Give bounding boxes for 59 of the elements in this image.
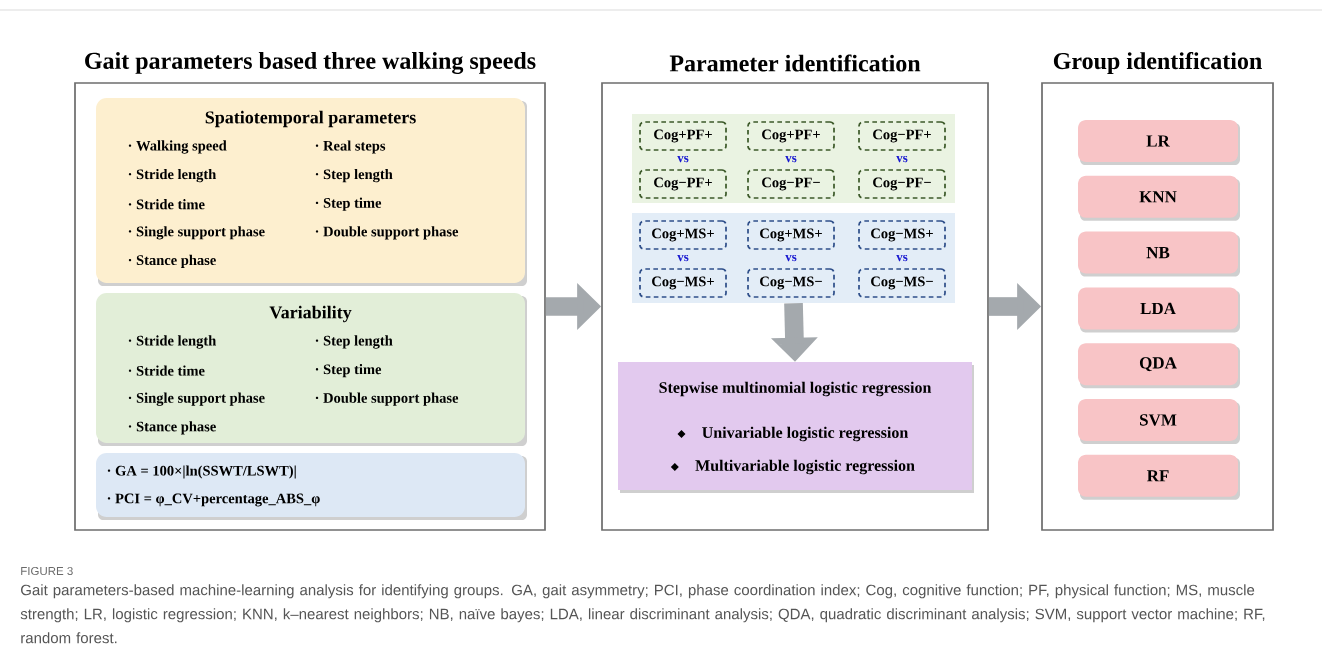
formula-line: · GA = 100×|ln(SSWT/LSWT)| — [107, 465, 296, 479]
method-box: SVM — [1078, 399, 1240, 444]
list-item: · Single support phase — [128, 392, 265, 406]
method-box: QDA — [1078, 343, 1240, 389]
box-heading: Stepwise multinomial logistic regression — [659, 381, 932, 397]
method-box: KNN — [1078, 175, 1240, 221]
panel-title: Gait parameters based three walking speeds — [85, 52, 536, 74]
group-box: Cog−PF− — [858, 169, 946, 199]
vs-label: vs — [785, 254, 797, 262]
list-item: · Walking speed — [128, 140, 227, 154]
comparison-band — [632, 213, 955, 303]
vs-label: vs — [785, 155, 797, 163]
list-item: Multivariable logistic regression — [695, 459, 915, 475]
box-heading: Spatiotemporal parameters — [205, 110, 416, 128]
list-item: · Stance phase — [128, 421, 216, 435]
group-box: Cog−MS+ — [858, 220, 946, 250]
vs-label: vs — [677, 155, 689, 163]
group-box: Cog+MS+ — [747, 220, 835, 250]
group-box: Cog−MS− — [747, 268, 835, 298]
list-item: · Stride length — [128, 168, 217, 183]
list-item: · Stride length — [128, 335, 217, 349]
list-item: · Stride time — [128, 365, 205, 376]
group-box: Cog−PF+ — [639, 169, 727, 199]
list-item: · Step time — [315, 364, 382, 378]
panel-title: Group identification — [1053, 52, 1262, 74]
list-item: · Stance phase — [128, 254, 216, 268]
group-box: Cog+MS+ — [639, 220, 727, 250]
list-item: · Single support phase — [128, 226, 265, 240]
method-box: NB — [1078, 231, 1240, 277]
parameter-box — [96, 293, 527, 446]
vs-label: vs — [677, 254, 689, 262]
caption: Gait parameters-based machine-learning analysis for identifying groups. GA, gait asymmetry; PCI, phase coordination index; Cog, cognitive function; PF, physical function; MS, muscle strength; LR, logistic regression; KNN, k–nearest neighbors; NB, naïve bayes; LDA, linear discriminant analysis; QDA, quadratic discriminant analysis; SVM, support vector machine; RF, random forest. — [20, 584, 1265, 644]
list-item: · Double support phase — [315, 226, 459, 240]
box-heading: Variability — [269, 305, 352, 323]
list-item: · Double support phase — [315, 392, 459, 406]
group-box: Cog+PF+ — [639, 121, 727, 151]
list-item: · Step time — [315, 197, 382, 211]
group-box: Cog−MS+ — [639, 268, 727, 298]
method-box: RF — [1078, 454, 1240, 500]
group-box: Cog+PF+ — [747, 121, 835, 151]
list-item: · Step length — [315, 335, 393, 349]
list-item: · Step length — [315, 168, 393, 183]
comparison-band — [632, 114, 955, 203]
figure-label: FIGURE 3 — [21, 566, 73, 576]
list-item: · Real steps — [315, 140, 386, 154]
formula-line: · PCI = φ_CV+percentage_ABS_φ — [107, 493, 320, 507]
method-box — [618, 362, 974, 493]
vs-label: vs — [896, 155, 908, 163]
method-box: LDA — [1078, 287, 1240, 333]
group-box: Cog−PF+ — [858, 121, 946, 151]
vs-label: vs — [896, 254, 908, 262]
list-item: Univariable logistic regression — [702, 426, 909, 442]
panel-title: Parameter identification — [669, 54, 921, 72]
group-box: Cog−PF− — [747, 169, 835, 199]
method-box: LR — [1078, 120, 1240, 165]
group-box: Cog−MS− — [858, 268, 946, 298]
parameter-box — [96, 98, 527, 286]
parameter-box — [96, 453, 527, 520]
list-item: · Stride time — [128, 199, 205, 210]
